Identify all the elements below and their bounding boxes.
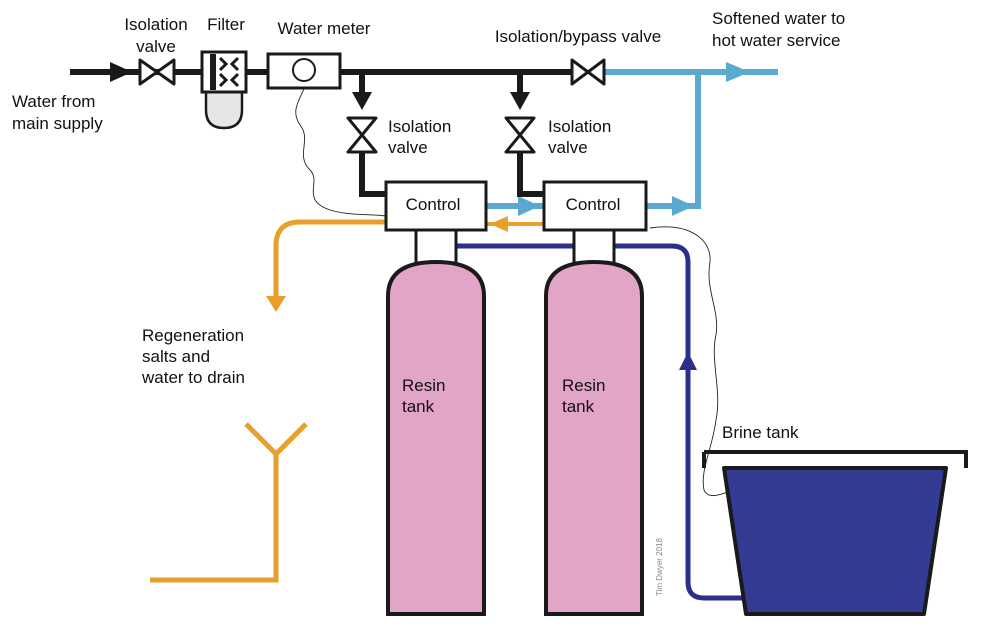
label-control-left: Control: [406, 195, 461, 214]
supply-arrow: [110, 62, 132, 82]
label-regen-3: water to drain: [141, 368, 245, 387]
label-resin-right-2: tank: [562, 397, 595, 416]
label-water-meter: Water meter: [278, 19, 371, 38]
label-regen-1: Regeneration: [142, 326, 244, 345]
brine-tank: [702, 450, 968, 616]
signal-wire-brine: [649, 226, 729, 497]
label-bypass-valve: Isolation/bypass valve: [495, 27, 661, 46]
drain-down-arrow: [266, 296, 286, 312]
isolation-valve-left: [346, 116, 378, 154]
label-isolation-right-2: valve: [548, 138, 588, 157]
label-isolation-right-1: Isolation: [548, 117, 611, 136]
label-main-supply: main supply: [12, 114, 103, 133]
softened-arrow-out: [672, 196, 694, 216]
label-resin-left-1: Resin: [402, 376, 445, 395]
label-softened-1: Softened water to: [712, 9, 845, 28]
branch-right-pipe: [517, 72, 544, 197]
signal-wire-meter: [295, 83, 387, 217]
brine-pipe: [456, 243, 691, 368]
label-regen-2: salts and: [142, 347, 210, 366]
drain-pipe: [273, 219, 386, 298]
label-isolation-valve-main-1: Isolation: [124, 15, 187, 34]
resin-tank-left: [386, 226, 486, 616]
label-brine-tank: Brine tank: [722, 423, 799, 442]
label-isolation-left-1: Isolation: [388, 117, 451, 136]
water-meter: [266, 52, 342, 90]
isolation-valve-main: [138, 58, 176, 86]
label-softened-2: hot water service: [712, 31, 841, 50]
drain-link-arrow: [490, 216, 508, 232]
label-water-from: Water from: [12, 92, 95, 111]
softened-riser-pipe: [646, 72, 701, 209]
branch-left-pipe: [359, 72, 386, 197]
label-isolation-left-2: valve: [388, 138, 428, 157]
brine-up-arrow: [679, 352, 697, 370]
label-resin-left-2: tank: [402, 397, 435, 416]
control-box-right: [542, 180, 648, 232]
softened-arrow-link: [518, 196, 540, 216]
brine-return-pipe: [685, 352, 752, 601]
bypass-valve: [570, 58, 606, 86]
label-control-right: Control: [566, 195, 621, 214]
label-isolation-valve-main-2: valve: [136, 37, 176, 56]
softened-arrow-main: [726, 62, 750, 82]
credit-text: Tim Dwyer 2018: [655, 538, 664, 596]
filter: [200, 50, 248, 130]
resin-tank-right: [544, 226, 644, 616]
label-filter: Filter: [207, 15, 245, 34]
branch-left-arrow: [352, 92, 372, 110]
label-resin-right-1: Resin: [562, 376, 605, 395]
branch-right-arrow: [510, 92, 530, 110]
control-box-left: [384, 180, 488, 232]
drain-funnel: [150, 422, 308, 583]
isolation-valve-right: [504, 116, 536, 154]
